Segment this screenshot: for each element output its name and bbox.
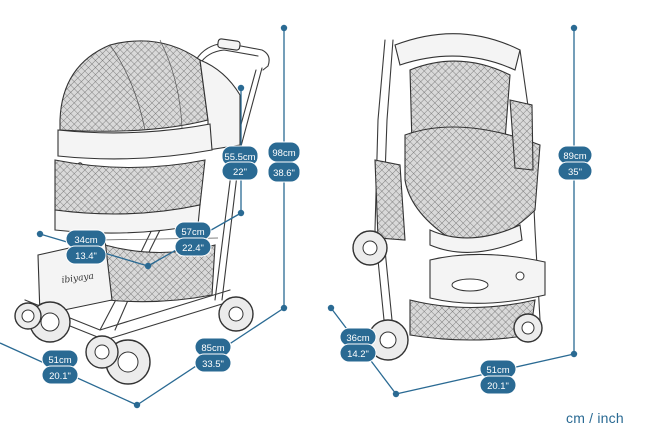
- overall-height-inch: 38.6": [273, 168, 295, 179]
- dimension-badge-overall-height: 98cm 38.6": [267, 141, 301, 183]
- cabin-width-inch: 13.4": [75, 251, 97, 262]
- dimension-badge-folded-width: 51cm 20.1": [479, 359, 517, 395]
- folded-depth-inch: 14.2": [347, 349, 369, 360]
- folded-width-cm: 51cm: [486, 365, 509, 376]
- folded-height-cm: 89cm: [563, 151, 586, 162]
- dimension-badge-folded-height: 89cm 35": [557, 145, 593, 181]
- base-width-cm: 51cm: [48, 355, 71, 366]
- dimension-badge-folded-depth: 36cm 14.2": [339, 327, 377, 363]
- base-length-cm: 85cm: [201, 343, 224, 354]
- folded-depth-cm: 36cm: [346, 333, 369, 344]
- handle-height-inch: 22": [233, 167, 247, 178]
- folded-top-wheel: [352, 230, 388, 266]
- folded-width-inch: 20.1": [487, 381, 509, 392]
- base-width-inch: 20.1": [49, 371, 71, 382]
- front-right-wheel-2: [85, 335, 119, 369]
- overall-height-cm: 98cm: [272, 148, 295, 159]
- cabin-length-cm: 57cm: [181, 227, 204, 238]
- dimension-badge-cabin-width: 34cm 13.4": [65, 229, 107, 265]
- cabin-length-inch: 22.4": [182, 243, 204, 254]
- dimension-badge-handle-height: 55.5cm 22": [221, 145, 259, 181]
- rear-left-wheel: [218, 296, 254, 332]
- stroller-open-illustration: ibiyaya: [14, 38, 270, 385]
- base-length-inch: 33.5": [202, 359, 224, 370]
- folded-height-inch: 35": [568, 167, 582, 178]
- stroller-folded-illustration: [352, 33, 546, 361]
- front-left-wheel-2: [14, 302, 42, 330]
- unit-caption: cm / inch: [566, 410, 624, 426]
- handle-height-cm: 55.5cm: [224, 152, 255, 163]
- dimension-badge-base-width: 51cm 20.1": [41, 349, 79, 385]
- cabin-width-cm: 34cm: [74, 235, 97, 246]
- folded-right-wheel: [513, 313, 543, 343]
- dimension-badge-base-length: 85cm 33.5": [194, 337, 232, 373]
- dimension-badge-cabin-length: 57cm 22.4": [174, 221, 212, 257]
- brand-label: ibiyaya: [61, 272, 94, 286]
